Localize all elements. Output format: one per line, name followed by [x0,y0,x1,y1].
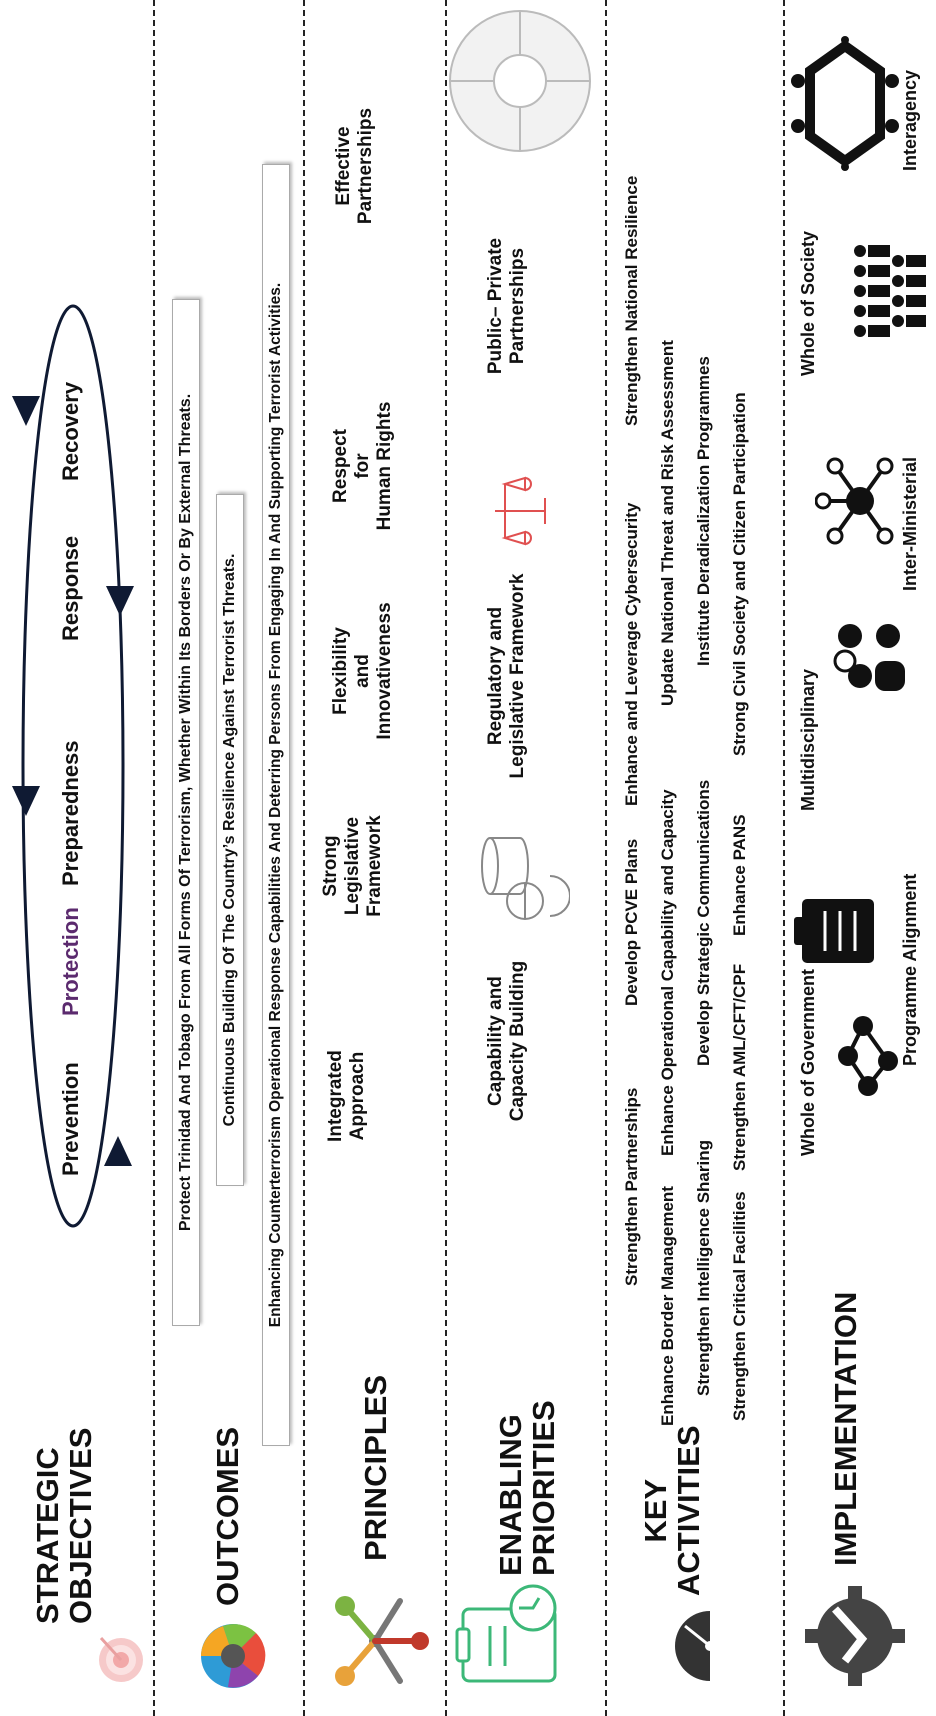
impl-whole-of-government: Whole of Government [798,968,818,1156]
objective-response: Response [58,535,83,641]
principle-line: Human Rights [373,401,395,531]
principle-line: Partnerships [354,107,376,225]
objective-preparedness: Preparedness [58,740,83,886]
activity-item: Strengthen National Resilience [622,175,641,426]
arrow-icon [104,1136,132,1166]
enabling-priorities-heading: ENABLING PRIORITIES [493,1400,561,1576]
arrow-icon [12,786,40,816]
heading-line: ACTIVITIES [670,1425,706,1596]
puzzle-circle-icon [449,10,591,152]
crowd-icon [854,245,926,337]
network-molecule-icon [838,1016,898,1096]
priority-line: Public– Private [485,237,506,375]
principle-line: Framework [363,815,385,917]
key-activities-heading: KEY ACTIVITIES [638,1425,706,1596]
divider [605,0,607,1716]
activity-item: Strengthen Intelligence Sharing [694,1140,713,1396]
activity-item: Develop Strategic Communications [694,779,713,1066]
heading-line: KEY [638,1478,673,1543]
activity-item: Strengthen Partnerships [622,1087,641,1286]
principle-human-rights: Respect for Human Rights [330,386,396,546]
implementation-heading: IMPLEMENTATION [828,1291,863,1566]
principle-line: for [351,453,373,479]
outcomes-heading: OUTCOMES [210,1426,245,1606]
arrow-icon [106,586,134,616]
divider [153,0,155,1716]
keys-icon [335,1596,429,1686]
meeting-table-icon [791,36,899,171]
priority-line: Capacity Building [506,960,528,1122]
strategic-objectives-heading: STRATEGIC OBJECTIVES [30,1427,98,1624]
activity-item: Institute Deradicalization Programmes [694,356,713,666]
heading-line: OBJECTIVES [62,1427,98,1624]
divider [303,0,305,1716]
priority-line: Regulatory and [485,606,506,746]
activity-item: Strengthen Critical Facilities [730,1191,749,1421]
principle-flexibility: Flexibility and Innovativeness [330,581,396,761]
activity-item: Enhance and Leverage Cybersecurity [622,502,641,806]
objective-prevention: Prevention [58,1062,83,1176]
target-icon [99,1636,143,1682]
arrow-icon [12,396,40,426]
lightbulb-people-icon [833,624,905,691]
impl-whole-of-society: Whole of Society [798,230,818,376]
objectives-cycle [12,304,134,1228]
activity-item: Update National Threat and Risk Assessme… [658,340,677,706]
activity-item: Strengthen AML/CFT/CPF [730,963,749,1171]
principle-line: Legislative [341,816,363,916]
principle-line: Flexibility [330,627,351,715]
clipboard-clock-icon [455,1584,557,1683]
impl-multidisciplinary: Multidisciplinary [798,668,818,811]
activity-item: Enhance PANS [730,814,749,936]
heading-line: ENABLING [493,1414,528,1576]
heading-line: PRIORITIES [525,1400,561,1576]
priority-line: Partnerships [506,247,528,365]
gear-arrow-icon [805,1586,905,1686]
principle-line: and [351,654,373,688]
principle-line: Respect [330,429,351,503]
speedometer-hand-icon [675,1611,715,1681]
priority-public-private: Public– Private Partnerships [485,206,529,406]
clipboard-list-icon [794,899,874,963]
principle-line: Effective [333,126,354,206]
priority-regulatory: Regulatory and Legislative Framework [485,561,529,791]
objective-recovery: Recovery [58,381,83,481]
divider [445,0,447,1716]
principle-strong-legislative: Strong Legislative Framework [320,786,386,946]
outcome-2: Continuous Building Of The Country’s Res… [216,494,244,1186]
scales-icon [495,476,546,546]
principle-line: Approach [346,1051,368,1141]
priority-line: Legislative Framework [506,573,528,779]
principle-line: Strong [320,835,341,897]
principle-integrated-approach: Integrated Approach [325,1021,369,1171]
impl-programme-alignment: Programme Alignment [900,873,920,1066]
activity-item: Strong Civil Society and Citizen Partici… [730,392,749,756]
activity-item: Enhance Operational Capability and Capac… [658,789,677,1156]
hub-network-icon [815,457,894,545]
principles-heading: PRINCIPLES [358,1374,393,1561]
coins-icon [481,837,570,920]
principle-line: Integrated [325,1050,346,1142]
outcome-3: Enhancing Counterterrorism Operational R… [262,164,290,1446]
outcome-1: Protect Trinidad And Tobago From All For… [172,299,200,1326]
principle-effective-partnerships: Effective Partnerships [333,86,377,246]
objective-protection: Protection [58,907,83,1016]
priority-line: Capability and [485,976,506,1106]
activity-item: Develop PCVE Plans [622,838,641,1006]
activity-item: Enhance Border Management [658,1186,677,1426]
priority-capability: Capability and Capacity Building [485,941,529,1141]
principle-line: Innovativeness [373,602,395,740]
heading-line: STRATEGIC [30,1447,65,1624]
impl-interagency: Interagency [900,69,920,171]
pie-wheel-icon [201,1624,266,1688]
divider [783,0,785,1716]
